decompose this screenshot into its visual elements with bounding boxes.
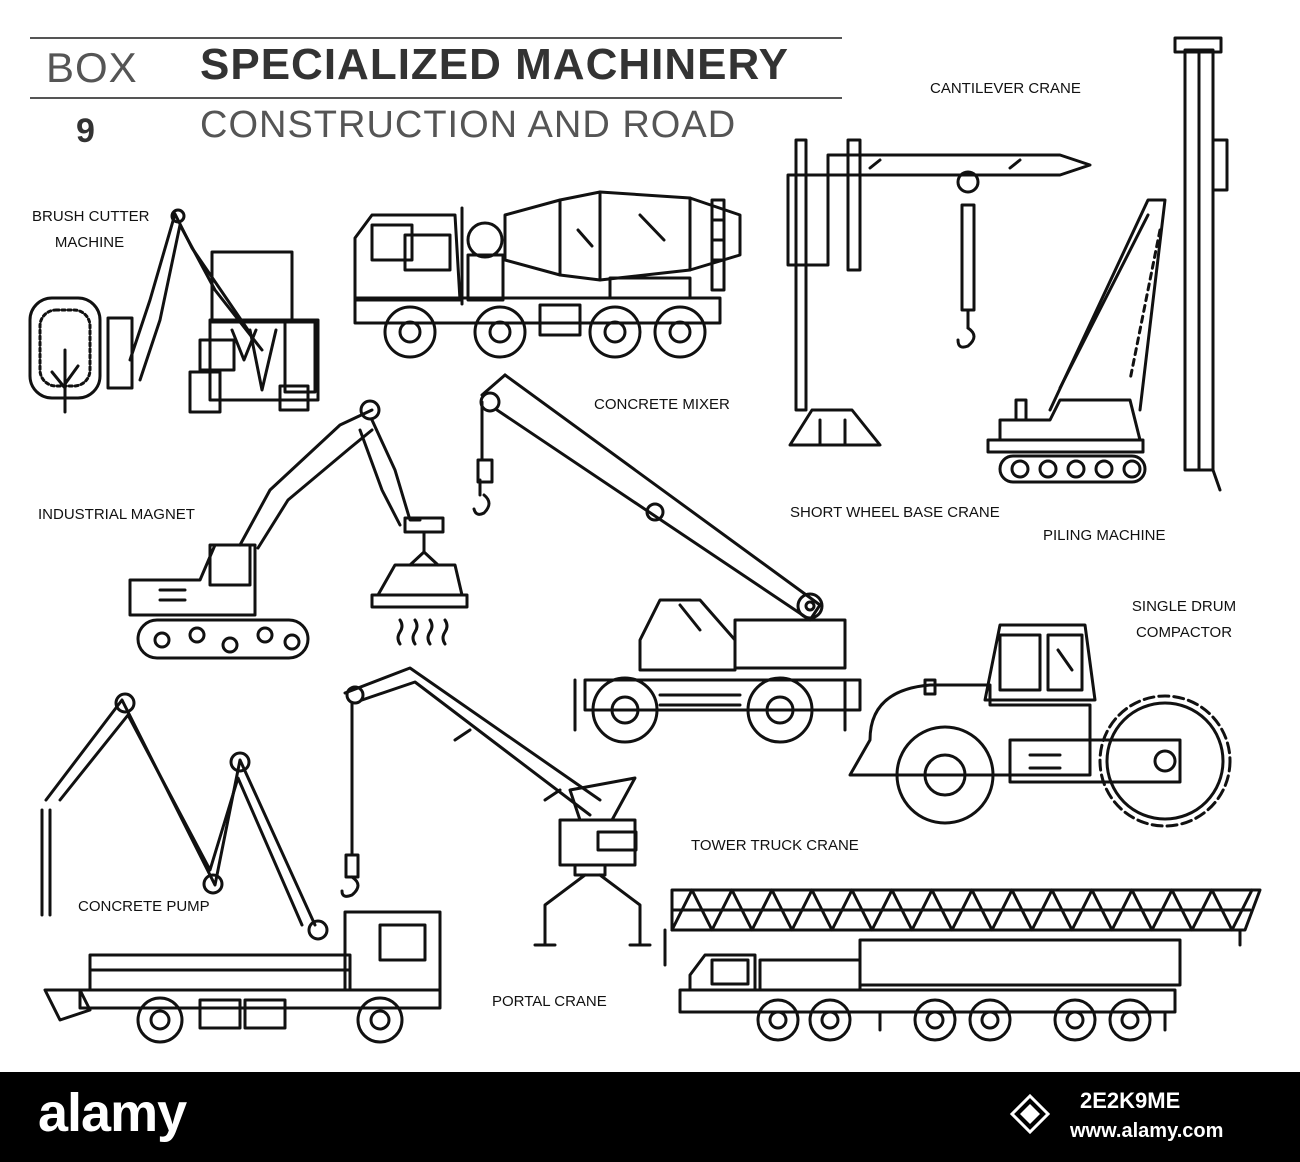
portal-crane-drawing <box>342 668 650 945</box>
page-subtitle: CONSTRUCTION AND ROAD <box>200 104 737 146</box>
concrete-pump-label: CONCRETE PUMP <box>78 898 210 915</box>
portal-crane-label: PORTAL CRANE <box>492 993 607 1010</box>
single-drum-compactor-drawing <box>850 625 1230 826</box>
industrial-magnet-drawing <box>130 401 467 658</box>
cantilever-crane-drawing <box>788 140 1090 445</box>
concrete-mixer-drawing <box>355 192 740 357</box>
box-number: 9 <box>76 112 95 150</box>
header-middle-rule <box>30 97 842 99</box>
concrete-mixer-label: CONCRETE MIXER <box>594 396 730 413</box>
piling-machine-drawing <box>988 38 1227 490</box>
short-wheel-base-crane-drawing <box>474 375 860 742</box>
piling-machine-label: PILING MACHINE <box>1043 527 1166 544</box>
brush-cutter-machine-drawing <box>30 210 318 412</box>
box-label: BOX <box>46 44 138 91</box>
footer-url: www.alamy.com <box>1070 1120 1224 1142</box>
machinery-line-art <box>0 0 1300 1072</box>
cantilever-crane-label: CANTILEVER CRANE <box>930 80 1081 97</box>
brand-logo: alamy <box>38 1083 187 1143</box>
brush-cutter-label: BRUSH CUTTER MACHINE <box>32 204 150 256</box>
single-drum-compactor-label-line1: SINGLE DRUM <box>1131 598 1237 615</box>
brush-cutter-label-line1: BRUSH CUTTER <box>32 208 150 225</box>
page-title: SPECIALIZED MACHINERY <box>200 40 789 89</box>
brush-cutter-label-line2: MACHINE <box>54 234 125 251</box>
concrete-pump-drawing <box>42 694 440 1042</box>
alamy-logo-icon <box>1009 1093 1051 1135</box>
single-drum-compactor-label-line2: COMPACTOR <box>1135 624 1233 641</box>
industrial-magnet-label: INDUSTRIAL MAGNET <box>38 506 195 523</box>
image-code: 2E2K9ME <box>1080 1088 1181 1113</box>
footer-bar <box>0 1072 1300 1162</box>
single-drum-compactor-label: SINGLE DRUM COMPACTOR <box>1128 594 1240 646</box>
tower-truck-crane-label: TOWER TRUCK CRANE <box>691 837 859 854</box>
short-wheel-base-crane-label: SHORT WHEEL BASE CRANE <box>790 504 1000 521</box>
header-top-rule <box>30 37 842 39</box>
tower-truck-crane-drawing <box>665 890 1260 1040</box>
